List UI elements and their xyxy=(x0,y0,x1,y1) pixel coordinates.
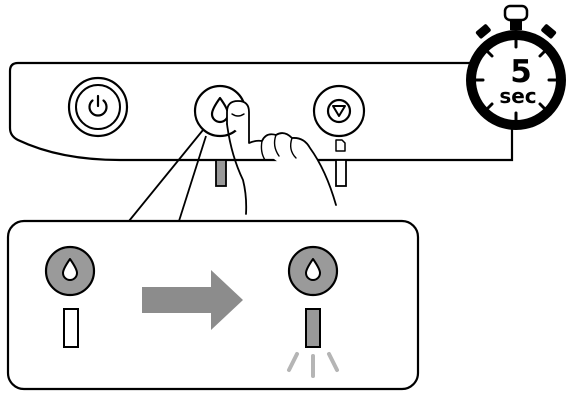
callout-after-button xyxy=(289,247,337,295)
arrow-right-icon xyxy=(142,270,243,330)
stop-button[interactable] xyxy=(314,86,364,136)
timer-unit: sec xyxy=(499,84,536,108)
light-glow-icon xyxy=(289,354,337,376)
callout-before-button xyxy=(46,247,94,295)
paper-icon xyxy=(336,140,345,151)
stopwatch-icon: 5 sec xyxy=(466,6,566,130)
paper-light xyxy=(336,140,346,186)
ink-light-off xyxy=(64,309,78,347)
callout-before xyxy=(46,247,94,347)
ink-light xyxy=(216,160,226,186)
zoom-line-left xyxy=(129,130,203,221)
power-button[interactable] xyxy=(69,78,127,136)
stop-icon xyxy=(328,100,350,122)
zoom-line-right xyxy=(179,136,206,221)
ink-light-on xyxy=(306,309,320,347)
callout-after xyxy=(289,247,337,376)
